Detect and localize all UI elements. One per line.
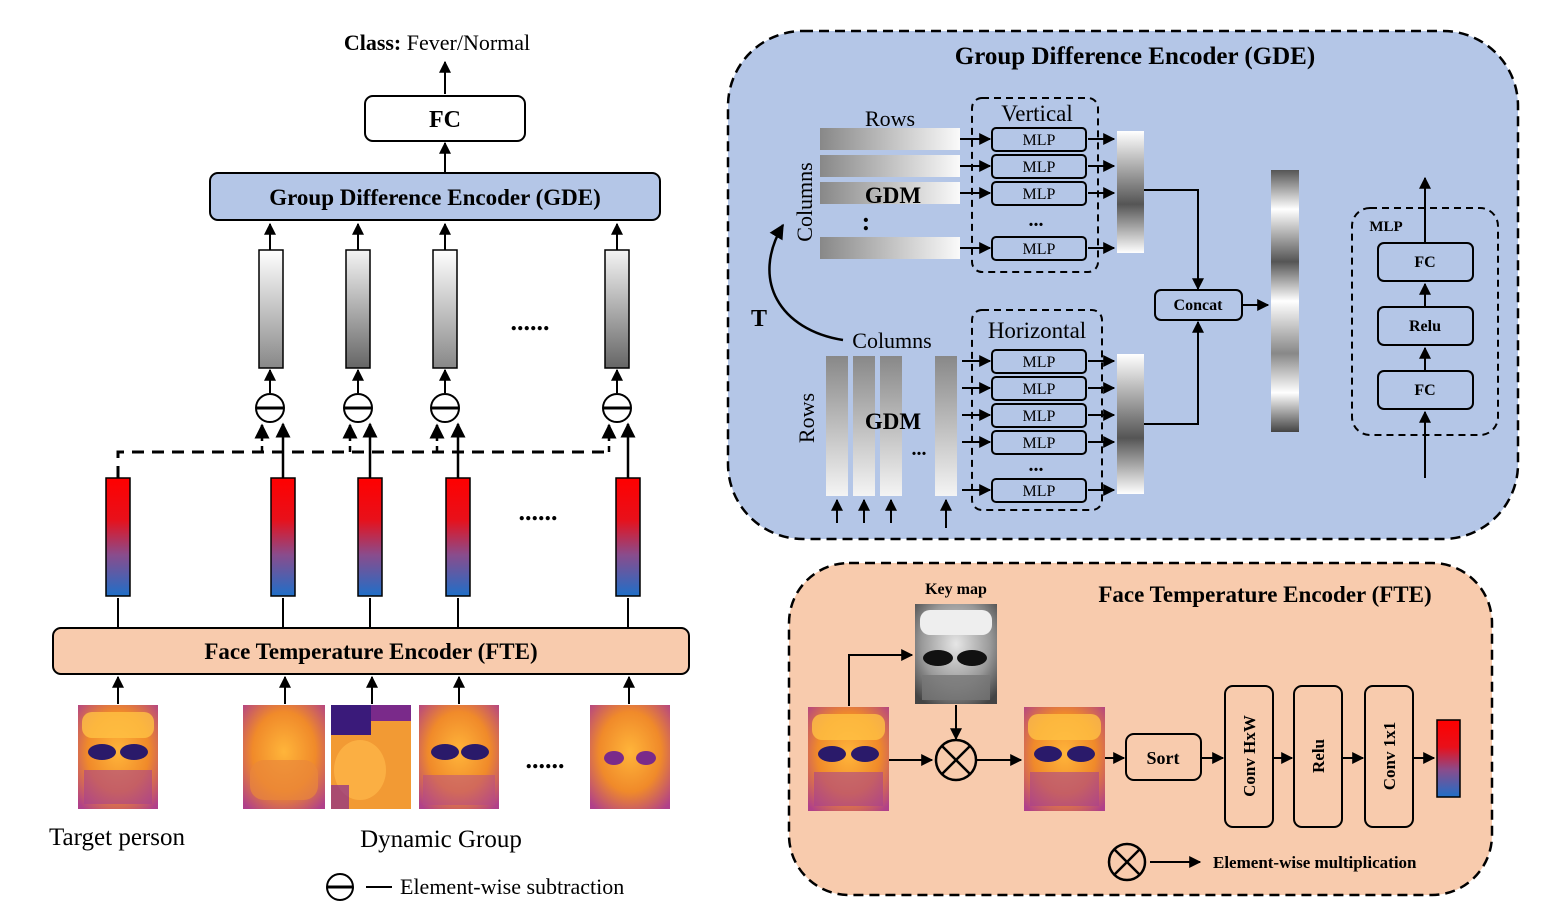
heat-bar bbox=[445, 477, 471, 597]
dynamic-group-label: Dynamic Group bbox=[360, 826, 522, 853]
class-output-label: Class: Fever/Normal bbox=[344, 30, 530, 55]
heat-bar bbox=[357, 477, 383, 597]
svg-text:MLP: MLP bbox=[1023, 241, 1056, 258]
subtraction-nodes bbox=[255, 393, 632, 423]
svg-text:MLP: MLP bbox=[1023, 381, 1056, 398]
conv-1x1-box bbox=[1364, 685, 1414, 828]
diff-bar bbox=[258, 249, 284, 369]
gdm-label-bottom: GDM bbox=[865, 409, 922, 434]
fte-box bbox=[52, 627, 690, 675]
fte-panel-title: Face Temperature Encoder (FTE) bbox=[1098, 582, 1431, 607]
mlp-fc-bottom bbox=[1377, 370, 1474, 410]
difference-features: ...... bbox=[258, 222, 630, 393]
target-person-label: Target person bbox=[49, 824, 185, 851]
conv-1x1-label: Conv 1x1 bbox=[1380, 722, 1399, 790]
vdots: : bbox=[862, 207, 871, 236]
key-map-image bbox=[915, 604, 997, 704]
svg-text:MLP: MLP bbox=[1023, 435, 1056, 452]
gde-box bbox=[209, 172, 661, 221]
gdm-columns bbox=[826, 356, 957, 528]
vertical-output-bar bbox=[1117, 131, 1144, 253]
horizontal-output-bar bbox=[1117, 354, 1144, 494]
diff-bar bbox=[432, 249, 458, 369]
svg-text:MLP: MLP bbox=[1023, 483, 1056, 500]
fc-box bbox=[364, 95, 526, 142]
thermal-face bbox=[590, 705, 670, 809]
fte-input-face bbox=[808, 707, 889, 811]
temperature-features: ...... bbox=[105, 477, 641, 628]
target-broadcast-line bbox=[116, 450, 605, 478]
thermal-face bbox=[243, 705, 325, 809]
horizontal-mlps: MLP MLP MLP MLP MLP ... bbox=[962, 349, 1116, 503]
fc-label: FC bbox=[429, 107, 461, 133]
svg-text:MLP: MLP bbox=[1023, 186, 1056, 203]
svg-text:FC: FC bbox=[1414, 382, 1435, 399]
svg-text:MLP: MLP bbox=[1023, 132, 1056, 149]
svg-text:FC: FC bbox=[1414, 254, 1435, 271]
mlp-fc-top bbox=[1377, 242, 1474, 282]
thermal-face bbox=[331, 705, 411, 809]
key-map-label: Key map bbox=[925, 581, 987, 598]
conv-hxw-label: Conv HxW bbox=[1240, 715, 1259, 797]
thermal-face-target bbox=[78, 705, 158, 809]
thermal-face bbox=[419, 705, 499, 809]
mlp-relu bbox=[1377, 306, 1474, 346]
heat-bar bbox=[615, 477, 641, 597]
svg-text:MLP: MLP bbox=[1023, 408, 1056, 425]
concat-output-bar bbox=[1271, 170, 1299, 432]
diff-bar bbox=[345, 249, 371, 369]
horizontal-group bbox=[971, 309, 1103, 511]
columns-label-bottom: Columns bbox=[852, 328, 931, 353]
transpose-arrow bbox=[768, 223, 844, 342]
multiplication-legend: Element-wise multiplication bbox=[1107, 842, 1417, 882]
svg-text:...: ... bbox=[1029, 209, 1044, 231]
fte-masked-face bbox=[1024, 707, 1105, 811]
horizontal-label: Horizontal bbox=[988, 318, 1086, 343]
relu-label: Relu bbox=[1309, 739, 1328, 773]
subtraction-legend: Element-wise subtraction bbox=[326, 873, 624, 901]
concat-label: Concat bbox=[1174, 297, 1224, 314]
fte-label: Face Temperature Encoder (FTE) bbox=[204, 639, 537, 664]
rows-label-top: Rows bbox=[865, 106, 915, 131]
legend-subtraction-text: Element-wise subtraction bbox=[400, 874, 624, 899]
ellipsis: ...... bbox=[519, 497, 558, 526]
fte-output-bar bbox=[1436, 719, 1461, 798]
gdm-label-top: GDM bbox=[865, 183, 922, 208]
gdm-rows bbox=[820, 128, 960, 259]
conv-hxw-box bbox=[1224, 685, 1274, 828]
svg-text:MLP: MLP bbox=[1023, 159, 1056, 176]
sort-label: Sort bbox=[1147, 748, 1180, 768]
multiply-icon bbox=[1107, 842, 1147, 882]
svg-text:...: ... bbox=[912, 438, 927, 460]
rows-label-bottom: Rows bbox=[794, 393, 819, 443]
transpose-label: T bbox=[751, 306, 767, 332]
vertical-mlps: MLP MLP MLP MLP ... bbox=[960, 127, 1116, 261]
gde-panel-title: Group Difference Encoder (GDE) bbox=[955, 43, 1315, 70]
legend-mult-text: Element-wise multiplication bbox=[1213, 853, 1417, 872]
vertical-label: Vertical bbox=[1001, 101, 1073, 126]
columns-label-top: Columns bbox=[792, 162, 817, 241]
relu-box bbox=[1293, 685, 1343, 828]
svg-text:MLP: MLP bbox=[1023, 354, 1056, 371]
heat-bar bbox=[270, 477, 296, 597]
gde-label: Group Difference Encoder (GDE) bbox=[269, 185, 601, 210]
ellipsis: ...... bbox=[511, 307, 550, 336]
ellipsis: ...... bbox=[526, 745, 565, 774]
vertical-group bbox=[971, 97, 1099, 273]
svg-text:...: ... bbox=[1029, 454, 1044, 476]
mlp-detail-title: MLP bbox=[1369, 219, 1402, 235]
svg-text:Relu: Relu bbox=[1409, 318, 1441, 335]
thermal-face-images: ...... bbox=[78, 705, 670, 809]
heat-bar-target bbox=[105, 477, 131, 597]
multiply-icon bbox=[934, 738, 978, 782]
diff-bar bbox=[604, 249, 630, 369]
